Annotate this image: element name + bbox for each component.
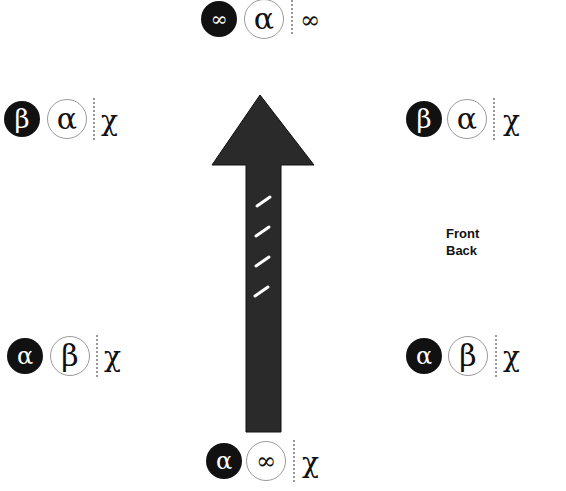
greek-symbol: α	[254, 4, 274, 34]
greek-symbol: ∞	[211, 9, 228, 29]
filled-circle: α	[7, 338, 43, 374]
symbol-label: χ	[503, 107, 520, 135]
filled-circle: α	[206, 443, 242, 479]
outlined-circle: α	[447, 99, 487, 139]
outlined-circle: α	[244, 0, 284, 39]
filled-circle: β	[406, 101, 442, 137]
symbol-label: χ	[104, 343, 121, 371]
greek-symbol: α	[416, 344, 432, 368]
side-label: Front	[446, 227, 479, 240]
greek-symbol: β	[61, 341, 78, 371]
symbol-label: χ	[302, 449, 319, 477]
greek-symbol: α	[216, 449, 232, 473]
greek-symbol: α	[57, 104, 77, 134]
filled-circle: α	[406, 338, 442, 374]
greek-symbol: α	[17, 344, 33, 368]
outlined-circle: β	[50, 336, 90, 376]
side-label: Back	[446, 244, 477, 257]
greek-symbol: ∞	[256, 449, 276, 473]
outlined-circle: ∞	[246, 441, 286, 481]
dashed-divider	[94, 0, 496, 482]
greek-symbol: α	[457, 104, 477, 134]
outlined-circle: β	[448, 336, 488, 376]
greek-symbol: β	[14, 106, 29, 132]
symbol-label: χ	[503, 343, 520, 371]
direction-arrow	[212, 95, 314, 432]
outlined-circle: α	[47, 99, 87, 139]
filled-circle: β	[4, 101, 40, 137]
filled-circle: ∞	[201, 1, 237, 37]
greek-symbol: β	[459, 341, 476, 371]
symbol-label: ∞	[300, 8, 320, 32]
symbol-label: χ	[101, 107, 118, 135]
greek-symbol: β	[416, 106, 431, 132]
